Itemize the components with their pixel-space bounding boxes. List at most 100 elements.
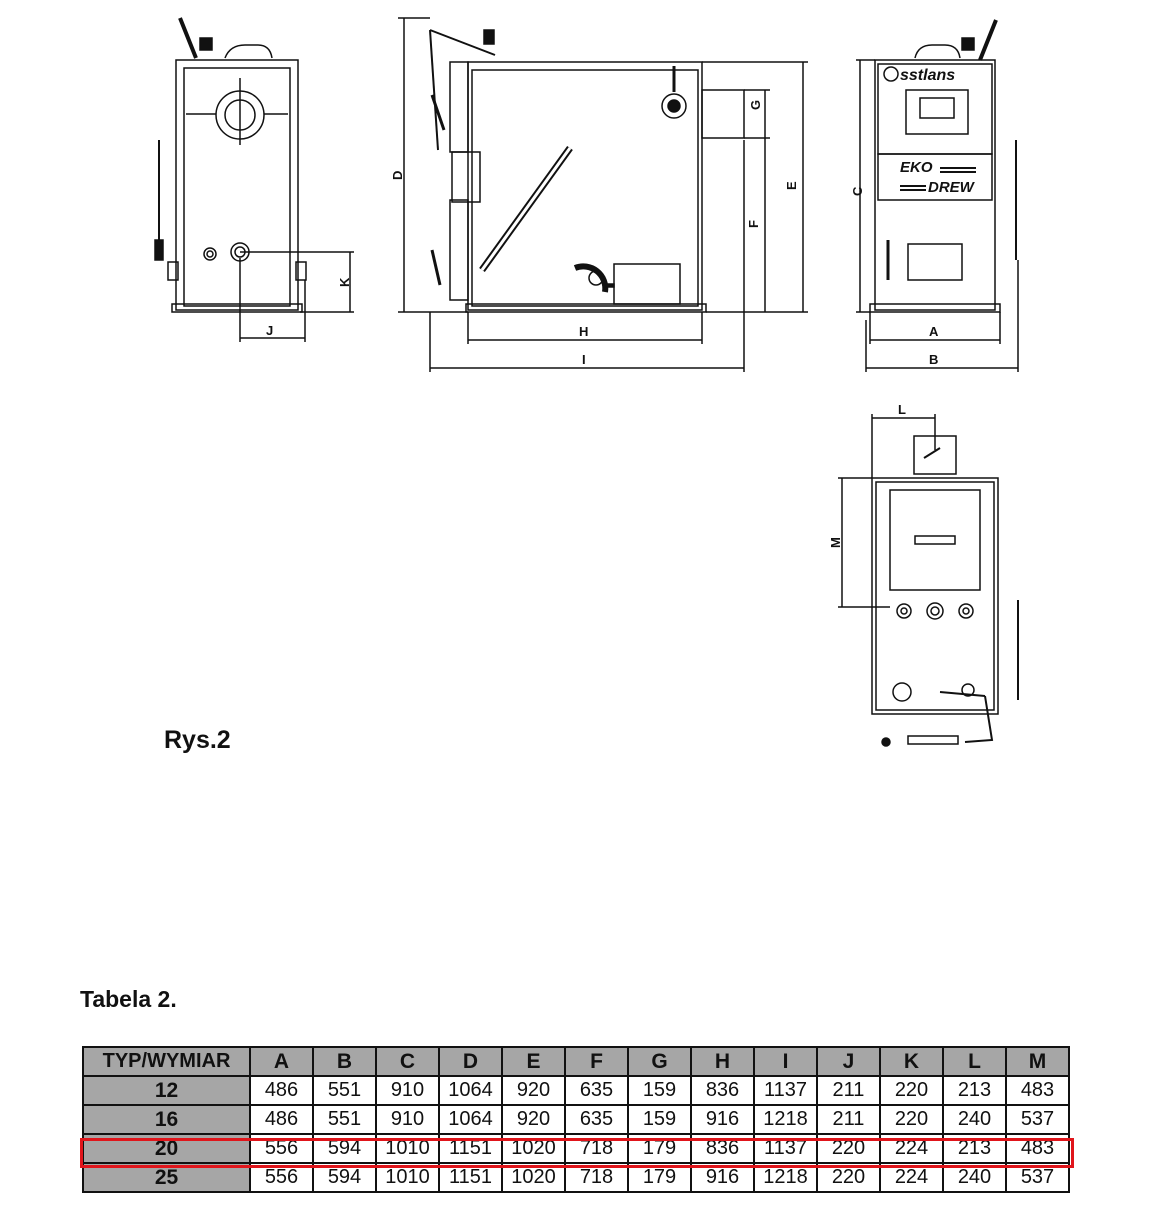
dim-label-d: D xyxy=(390,171,405,180)
table-cell: 1020 xyxy=(501,1162,566,1193)
table-cell: 213 xyxy=(942,1075,1007,1106)
header-col-g: G xyxy=(627,1046,692,1077)
dim-label-i: I xyxy=(582,352,586,367)
table-cell: 483 xyxy=(1005,1133,1070,1164)
table-cell: 179 xyxy=(627,1133,692,1164)
table-cell: 1137 xyxy=(753,1075,818,1106)
table-cell: 594 xyxy=(312,1162,377,1193)
dim-label-h: H xyxy=(579,324,588,339)
rear-view xyxy=(154,17,354,342)
table-cell: 1218 xyxy=(753,1104,818,1135)
table-cell: 211 xyxy=(816,1104,881,1135)
table-cell: 916 xyxy=(690,1104,755,1135)
header-col-b: B xyxy=(312,1046,377,1077)
header-col-l: L xyxy=(942,1046,1007,1077)
header-col-f: F xyxy=(564,1046,629,1077)
header-col-c: C xyxy=(375,1046,440,1077)
dim-label-l: L xyxy=(898,402,906,417)
table-cell: 220 xyxy=(879,1104,944,1135)
dim-label-a: A xyxy=(929,324,939,339)
table-cell: 920 xyxy=(501,1104,566,1135)
front-view xyxy=(856,19,1019,372)
table-cell: 1010 xyxy=(375,1162,440,1193)
header-col-a: A xyxy=(249,1046,314,1077)
logo-brand-text: sstlans xyxy=(900,67,955,84)
row-type-cell: 12 xyxy=(82,1075,251,1106)
table-cell: 1010 xyxy=(375,1133,440,1164)
table-cell: 1151 xyxy=(438,1133,503,1164)
dim-label-c: C xyxy=(850,186,865,196)
table-cell: 483 xyxy=(1005,1075,1070,1106)
table-header-row: TYP/WYMIAR A B C D E F G H I J K L M xyxy=(82,1046,1070,1077)
header-col-k: K xyxy=(879,1046,944,1077)
boiler-technical-drawing: J K xyxy=(154,17,1019,747)
dim-label-k: K xyxy=(337,277,352,287)
table-cell: 537 xyxy=(1005,1104,1070,1135)
side-view xyxy=(398,17,808,372)
row-type-cell: 25 xyxy=(82,1162,251,1193)
header-type-dimension: TYP/WYMIAR xyxy=(82,1046,251,1077)
table-cell: 1218 xyxy=(753,1162,818,1193)
table-cell: 836 xyxy=(690,1075,755,1106)
table-cell: 240 xyxy=(942,1104,1007,1135)
header-col-h: H xyxy=(690,1046,755,1077)
table-cell: 159 xyxy=(627,1075,692,1106)
header-col-j: J xyxy=(816,1046,881,1077)
table-cell: 1137 xyxy=(753,1133,818,1164)
table-cell: 910 xyxy=(375,1104,440,1135)
header-col-e: E xyxy=(501,1046,566,1077)
table-cell: 556 xyxy=(249,1162,314,1193)
table-cell: 220 xyxy=(816,1133,881,1164)
row-type-cell: 20 xyxy=(82,1133,251,1164)
table-cell: 635 xyxy=(564,1104,629,1135)
table-cell: 159 xyxy=(627,1104,692,1135)
table-cell: 910 xyxy=(375,1075,440,1106)
logo-product-drew: DREW xyxy=(928,179,976,196)
table-cell: 920 xyxy=(501,1075,566,1106)
row-type-cell: 16 xyxy=(82,1104,251,1135)
table-cell: 718 xyxy=(564,1162,629,1193)
table-cell: 551 xyxy=(312,1104,377,1135)
table-cell: 537 xyxy=(1005,1162,1070,1193)
header-col-i: I xyxy=(753,1046,818,1077)
table-cell: 1064 xyxy=(438,1104,503,1135)
dim-label-f: F xyxy=(746,220,761,228)
figure-caption: Rys.2 xyxy=(164,726,231,754)
header-col-d: D xyxy=(438,1046,503,1077)
table-cell: 594 xyxy=(312,1133,377,1164)
table-cell: 718 xyxy=(564,1133,629,1164)
table-cell: 211 xyxy=(816,1075,881,1106)
table-cell: 556 xyxy=(249,1133,314,1164)
table-cell: 1020 xyxy=(501,1133,566,1164)
table-cell: 1151 xyxy=(438,1162,503,1193)
table-cell: 220 xyxy=(879,1075,944,1106)
table-cell: 551 xyxy=(312,1075,377,1106)
table-cell: 635 xyxy=(564,1075,629,1106)
table-cell: 836 xyxy=(690,1133,755,1164)
table-cell: 224 xyxy=(879,1133,944,1164)
table-cell: 220 xyxy=(816,1162,881,1193)
dim-label-e: E xyxy=(784,181,799,190)
table-cell: 240 xyxy=(942,1162,1007,1193)
table-cell: 1064 xyxy=(438,1075,503,1106)
table-cell: 213 xyxy=(942,1133,1007,1164)
table-cell: 179 xyxy=(627,1162,692,1193)
table-cell: 916 xyxy=(690,1162,755,1193)
table-cell: 486 xyxy=(249,1104,314,1135)
dim-label-m: M xyxy=(828,537,843,548)
dim-label-b: B xyxy=(929,352,938,367)
top-view xyxy=(838,414,1019,747)
table-title: Tabela 2. xyxy=(80,986,177,1012)
header-col-m: M xyxy=(1005,1046,1070,1077)
dim-label-g: G xyxy=(748,100,763,110)
dim-label-j: J xyxy=(266,323,273,338)
table-cell: 224 xyxy=(879,1162,944,1193)
logo-product-eko: EKO xyxy=(900,159,933,176)
table-cell: 486 xyxy=(249,1075,314,1106)
